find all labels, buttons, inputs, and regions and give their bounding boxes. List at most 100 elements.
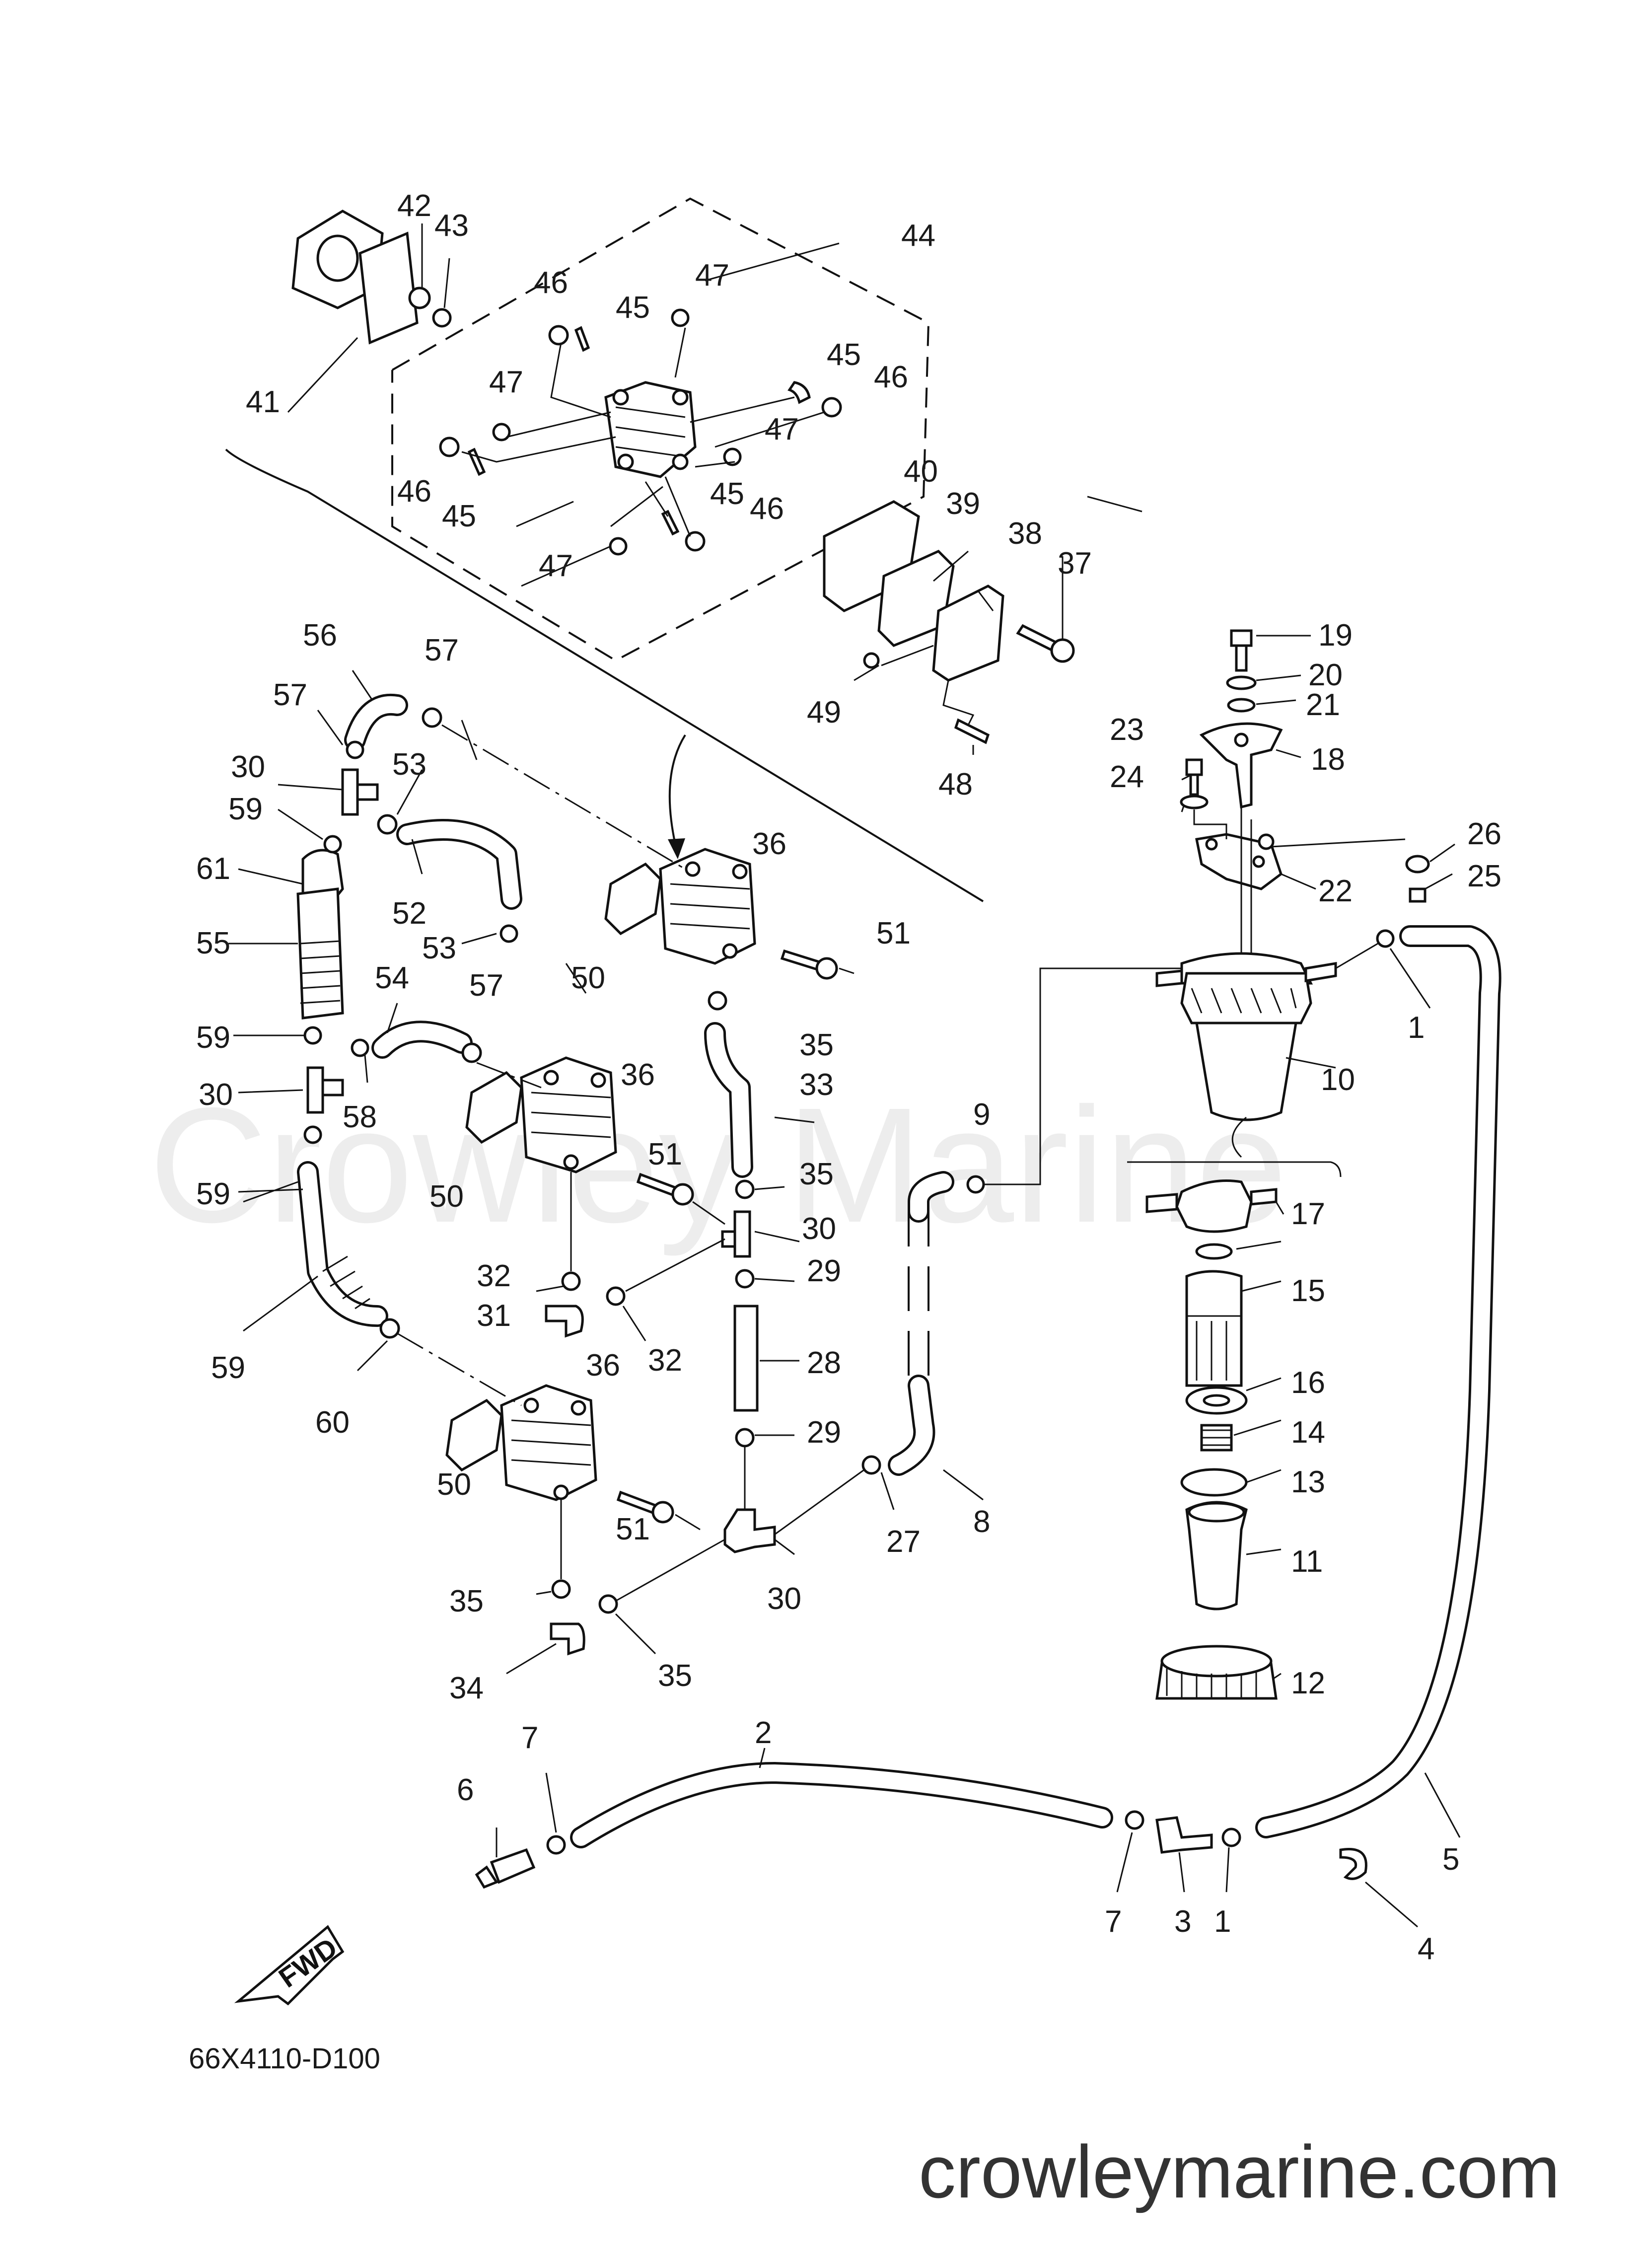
label-58: 59 — [211, 1351, 245, 1385]
label-50: 50 — [571, 961, 605, 995]
bracket-18 — [1199, 722, 1283, 809]
label-13: 13 — [1291, 1465, 1325, 1499]
filter-ring-12-top — [1180, 972, 1312, 1024]
clip-4 — [1339, 1848, 1367, 1880]
label-47: 47 — [695, 258, 729, 293]
clamp-7-icon — [546, 1835, 566, 1855]
label-51: 51 — [616, 1512, 650, 1546]
gasket-50 — [445, 1398, 503, 1472]
label-45: 45 — [827, 338, 861, 372]
label-16: 16 — [1291, 1366, 1325, 1400]
screw-46-icon — [548, 325, 569, 346]
label-53: 53 — [392, 747, 427, 782]
label-46: 46 — [397, 474, 431, 509]
clamp-59-icon — [303, 1125, 322, 1144]
joint-30 — [723, 1508, 776, 1553]
label-35: 35 — [799, 1157, 834, 1191]
label-17: 17 — [1291, 1197, 1325, 1231]
label-27: 27 — [886, 1525, 921, 1559]
label-57: 58 — [343, 1100, 377, 1134]
label-40: 40 — [904, 454, 938, 489]
clamp-57-icon — [422, 707, 442, 728]
pump-gaskets-right — [823, 500, 1075, 744]
label-18: 18 — [1311, 742, 1345, 777]
label-30: 30 — [199, 1078, 233, 1112]
label-23: 23 — [1110, 713, 1144, 747]
clamp-35-icon — [551, 1579, 571, 1599]
kit-dashed-outline — [391, 197, 930, 662]
leader-lines — [228, 223, 1461, 1928]
label-19: 19 — [1318, 618, 1353, 653]
joint-30 — [341, 768, 379, 816]
label-2: 2 — [755, 1716, 772, 1750]
filter-element-15 — [1185, 1270, 1243, 1387]
label-35: 35 — [449, 1584, 484, 1618]
label-34: 34 — [449, 1671, 484, 1705]
diagram-code: 66X4110-D100 — [189, 2043, 380, 2075]
clamp-59-icon — [303, 1026, 322, 1045]
label-38: 38 — [1008, 516, 1042, 551]
label-29: 29 — [807, 1254, 841, 1288]
label-30: 30 — [767, 1582, 801, 1616]
label-36: 36 — [621, 1058, 655, 1092]
clamp-9-icon — [966, 1175, 985, 1194]
label-35: 35 — [799, 1028, 834, 1062]
valve-45-icon — [467, 447, 486, 476]
fuel-pump-middle — [465, 1056, 694, 1206]
clamp-7-icon — [1125, 1810, 1144, 1830]
label-1: 1 — [1214, 1904, 1231, 1939]
screw-46-icon — [821, 397, 842, 418]
clamp-53-icon — [500, 924, 518, 943]
hose-8-broken — [908, 1212, 929, 1376]
kit-small-parts — [439, 308, 842, 556]
clamp-32-icon — [561, 1271, 581, 1291]
label-7: 7 — [521, 1721, 538, 1755]
label-14: 14 — [1291, 1415, 1325, 1450]
fwd-arrow: FWD — [234, 1925, 345, 2006]
fuel-pump-bottom — [445, 1384, 674, 1524]
nut-47-icon — [492, 423, 511, 441]
label-26: 26 — [1467, 817, 1501, 851]
label-46: 46 — [534, 266, 568, 300]
label-52: 52 — [392, 896, 427, 931]
label-57: 57 — [273, 678, 307, 712]
screw-46-icon — [439, 437, 460, 457]
arrow-head-icon — [668, 838, 685, 859]
label-43: 43 — [434, 209, 469, 243]
label-45: 45 — [442, 499, 476, 533]
label-21: 21 — [1306, 688, 1340, 722]
label-59: 60 — [315, 1405, 350, 1440]
label-8: 8 — [973, 1505, 990, 1539]
washer-24 — [1180, 795, 1209, 809]
label-11: 11 — [1291, 1544, 1323, 1579]
hose-55 — [296, 887, 344, 1020]
label-53: 53 — [422, 931, 456, 965]
label-28: 28 — [807, 1346, 841, 1380]
diaphragm-41 — [358, 231, 419, 345]
nut-47-icon — [723, 447, 742, 466]
connector-6 — [490, 1848, 536, 1884]
label-12: 12 — [1291, 1666, 1325, 1700]
clamp-1-icon — [1376, 929, 1395, 948]
nut-47-icon — [671, 308, 690, 327]
label-33: 33 — [799, 1068, 834, 1102]
bolt-25 — [1409, 887, 1427, 903]
pin-48-icon — [954, 718, 990, 744]
valve-45-icon — [787, 381, 811, 404]
nut-47-icon — [609, 537, 628, 556]
label-22: 22 — [1318, 874, 1353, 908]
label-57: 57 — [469, 968, 503, 1003]
label-5: 5 — [1442, 1842, 1459, 1877]
label-30: 30 — [802, 1212, 836, 1246]
center-hose-assembly — [545, 967, 1182, 1656]
label-42: 42 — [397, 189, 431, 223]
label-47: 47 — [539, 549, 573, 583]
label-51: 51 — [648, 1137, 682, 1171]
filter-cup-10 — [1195, 1022, 1297, 1121]
joint-30 — [721, 1210, 751, 1258]
filter-head-inset — [1175, 1179, 1253, 1233]
label-49: 49 — [807, 695, 841, 730]
pump-cover-parts — [291, 210, 452, 345]
label-44: 44 — [901, 219, 935, 253]
